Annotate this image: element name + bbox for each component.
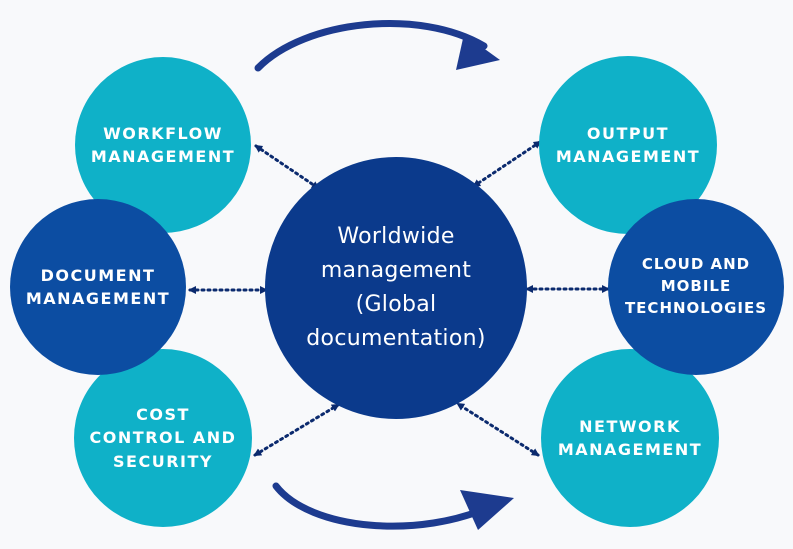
node-label: DOCUMENT MANAGEMENT bbox=[26, 264, 170, 310]
center-label-line: Worldwide bbox=[337, 223, 455, 249]
node-label: OUTPUT MANAGEMENT bbox=[556, 122, 700, 168]
center-label-line: management bbox=[320, 257, 472, 283]
label-line: DOCUMENT bbox=[40, 265, 156, 285]
center-label: Worldwide management (Global documentati… bbox=[306, 220, 485, 356]
label-line: OUTPUT bbox=[586, 123, 670, 143]
node-label: CLOUD AND MOBILE TECHNOLOGIES bbox=[625, 254, 767, 319]
label-line: MANAGEMENT bbox=[555, 147, 701, 166]
node-workflow-management: WORKFLOW MANAGEMENT bbox=[75, 57, 251, 233]
label-line: MOBILE bbox=[660, 277, 732, 296]
top-curved-arrow-icon bbox=[254, 20, 500, 72]
node-cloud-and-mobile-technologies: CLOUD AND MOBILE TECHNOLOGIES bbox=[608, 199, 784, 375]
label-line: NETWORK bbox=[579, 416, 681, 436]
center-label-line: documentation) bbox=[306, 326, 486, 352]
node-label: COST CONTROL AND SECURITY bbox=[90, 403, 237, 473]
label-line: TECHNOLOGIES bbox=[624, 298, 768, 317]
node-cost-control-and-security: COST CONTROL AND SECURITY bbox=[74, 349, 252, 527]
connector-cost-center bbox=[253, 403, 340, 457]
label-line: MANAGEMENT bbox=[90, 147, 236, 166]
center-label-line: (Global bbox=[355, 292, 437, 317]
node-document-management: DOCUMENT MANAGEMENT bbox=[10, 199, 186, 375]
label-line: MANAGEMENT bbox=[557, 440, 703, 459]
bottom-curved-arrow-icon bbox=[272, 482, 514, 530]
connector-workflow-center bbox=[254, 144, 320, 190]
node-label: WORKFLOW MANAGEMENT bbox=[91, 122, 235, 168]
center-node-worldwide-management: Worldwide management (Global documentati… bbox=[265, 157, 527, 419]
connector-output-center bbox=[472, 140, 542, 188]
label-line: MANAGEMENT bbox=[25, 289, 171, 308]
node-network-management: NETWORK MANAGEMENT bbox=[541, 349, 719, 527]
connector-network-center bbox=[456, 402, 540, 457]
node-label: NETWORK MANAGEMENT bbox=[558, 415, 702, 461]
label-line: CLOUD AND bbox=[641, 255, 751, 274]
label-line: COST bbox=[136, 405, 190, 425]
label-line: CONTROL AND bbox=[89, 428, 237, 448]
label-line: WORKFLOW bbox=[103, 123, 223, 143]
label-line: SECURITY bbox=[113, 451, 213, 471]
